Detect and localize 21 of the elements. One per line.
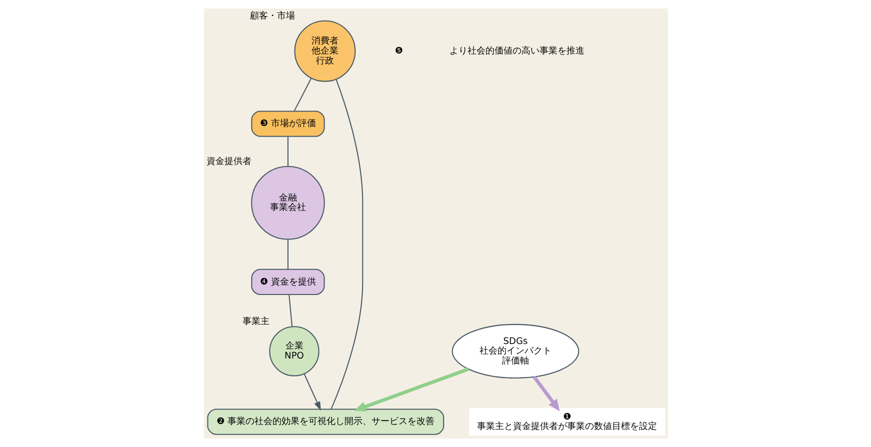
node-box: ❹ 資金を提供: [250, 268, 324, 296]
node-label: 事業主: [242, 317, 269, 328]
node-label: 資金提供者: [206, 156, 252, 167]
arrow: [354, 367, 468, 412]
connector: [286, 239, 288, 270]
node-circle: 消費者 他企業 行政: [294, 20, 356, 82]
node-box: ❷ 事業の社会的効果を可視化し開示、サービスを改善: [206, 408, 444, 435]
node-circle: 金融 事業会社: [250, 166, 324, 240]
label: ❺: [394, 46, 403, 56]
label: より社会的価値の高い事業を推進: [448, 46, 584, 56]
node-circle: 企業 NPO: [268, 326, 319, 376]
arrow: [532, 376, 560, 412]
connector: [286, 136, 288, 166]
node-label: 顧客・市場: [250, 11, 295, 22]
node-box: ❶ 事業主と資金提供者が事業の数値目標を設定: [468, 408, 665, 436]
node-box: ❸ 市場が評価: [250, 110, 324, 137]
arrow: [303, 374, 320, 411]
connector: [330, 79, 363, 410]
connector: [288, 294, 292, 326]
node-ellipse: SDGs 社会的インパクト 評価軸: [451, 324, 579, 378]
connector: [293, 78, 312, 112]
